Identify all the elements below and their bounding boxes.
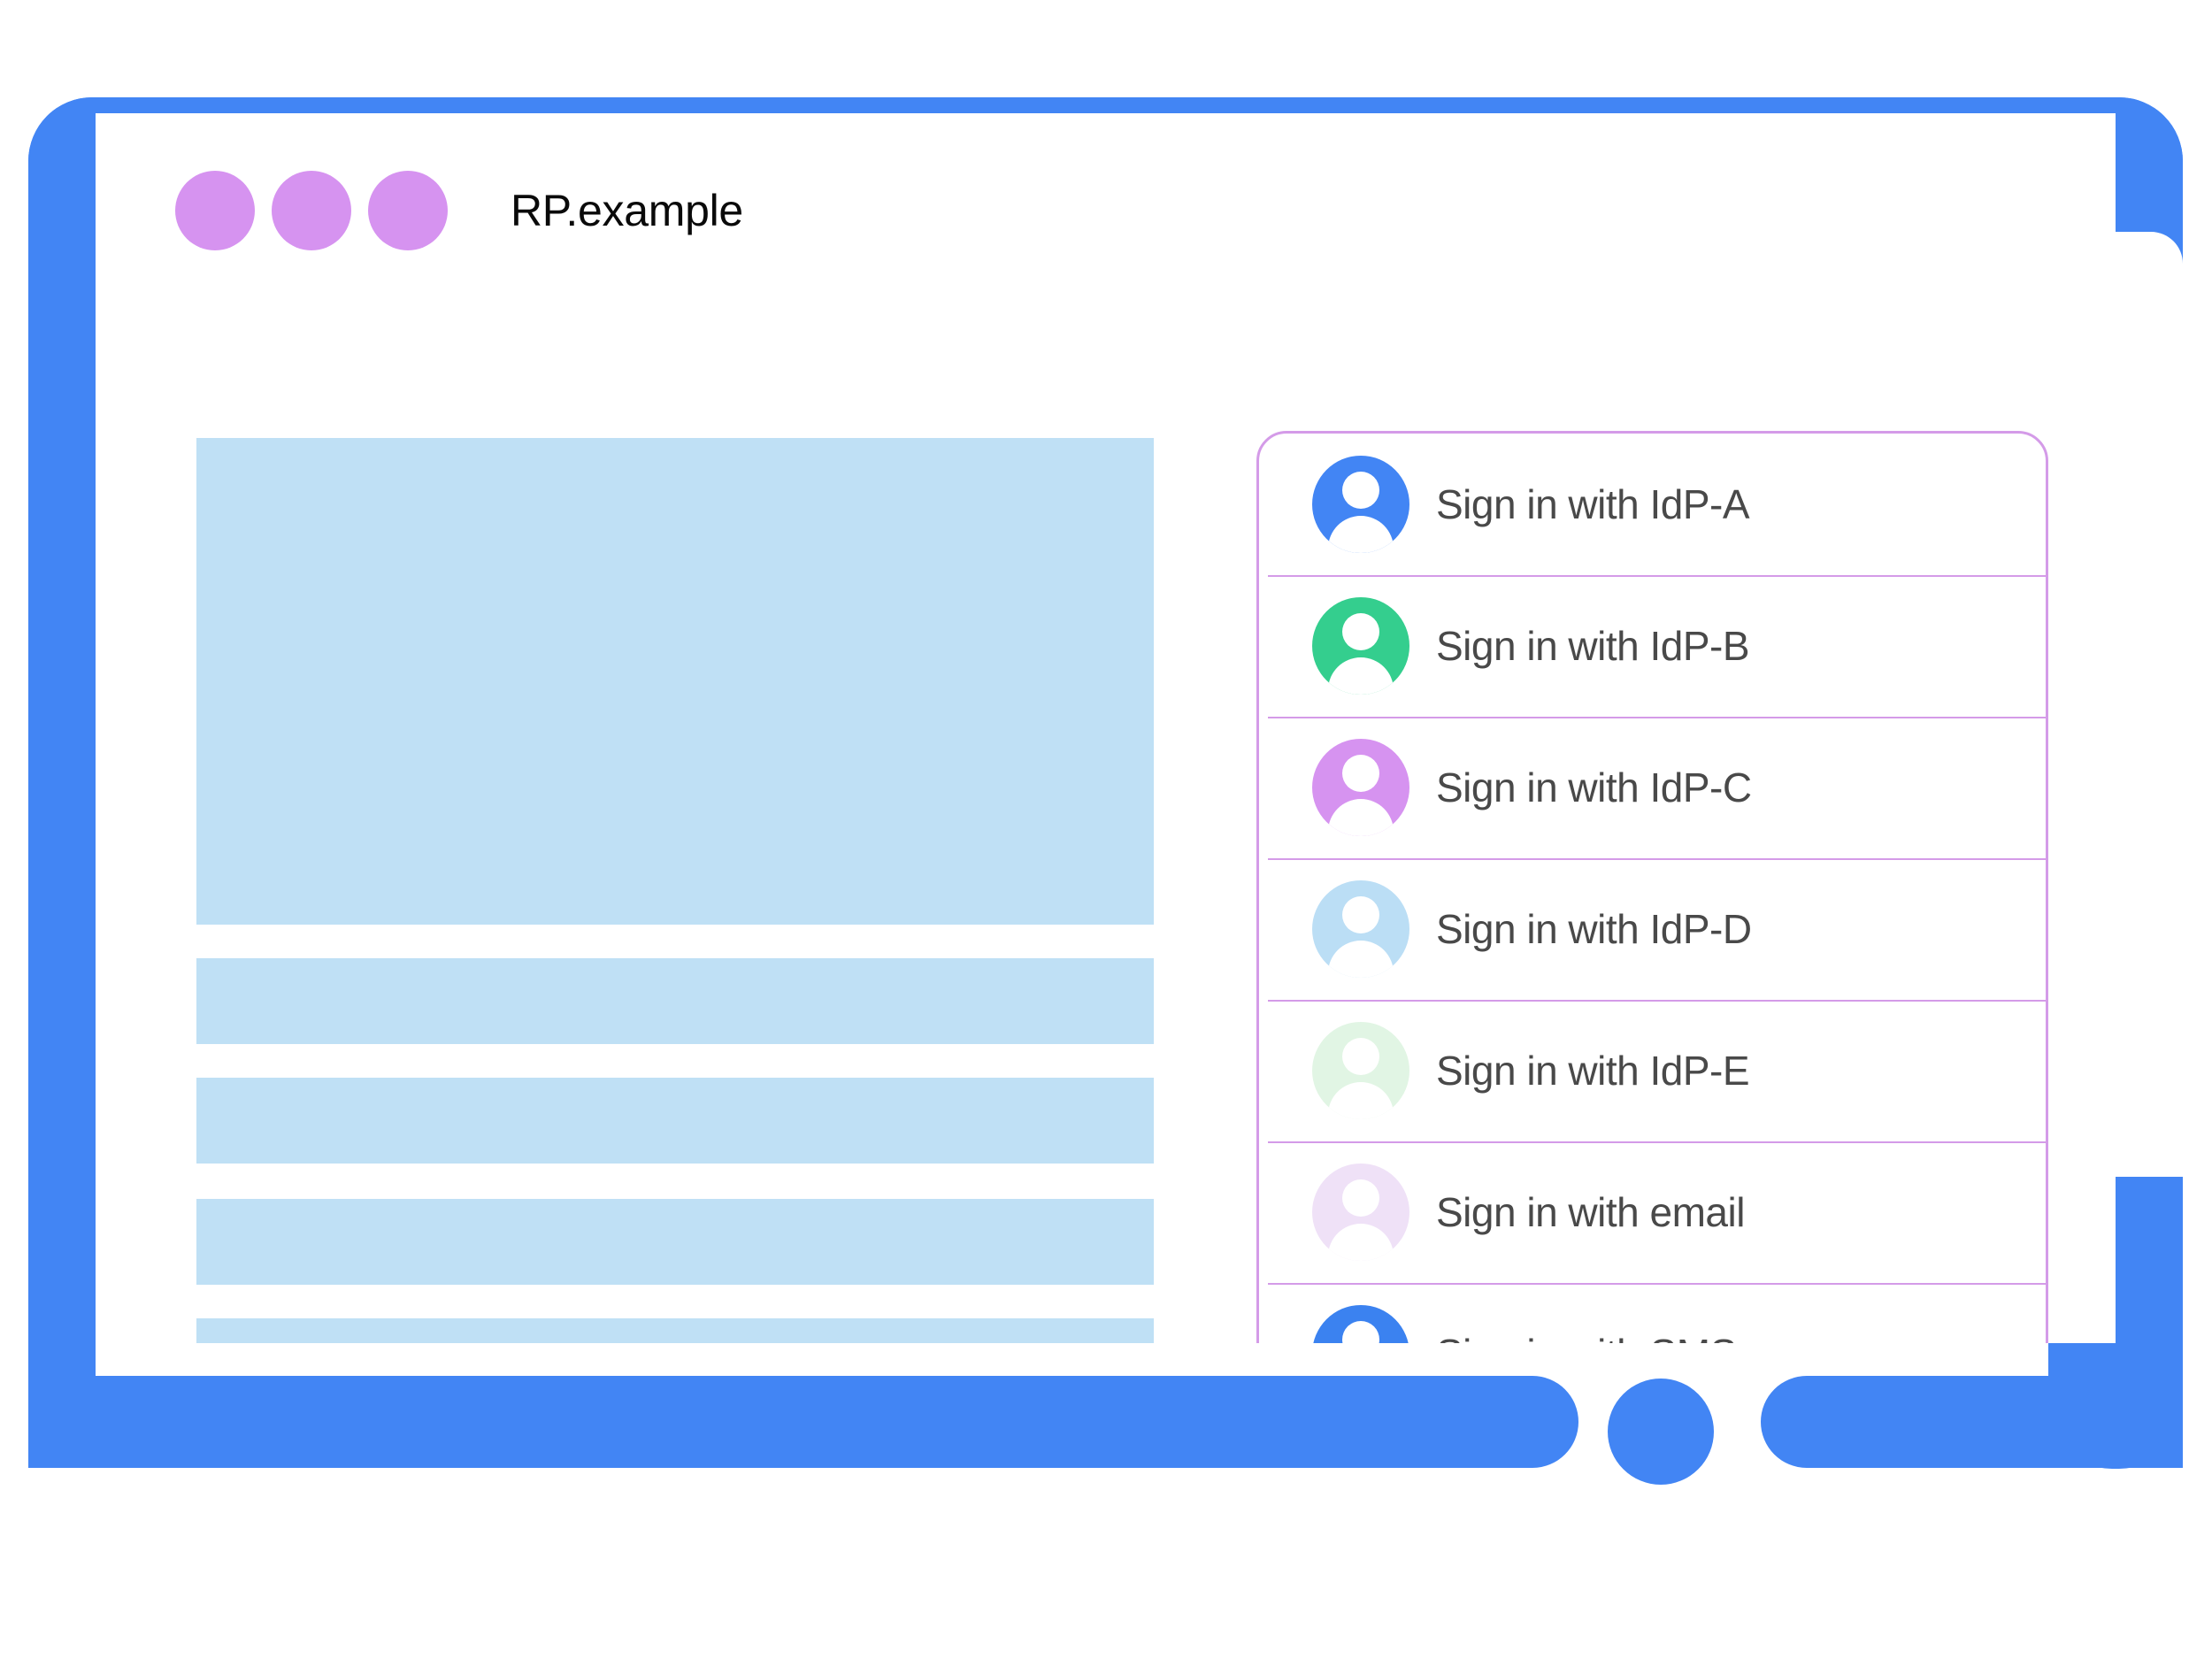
signin-option-label: Sign in with IdP-C xyxy=(1436,764,1752,810)
signin-option-row[interactable]: Sign in with IdP-E xyxy=(1259,1000,2046,1141)
avatar-body-shape xyxy=(1328,1082,1394,1119)
signin-option-row[interactable]: Sign in with IdP-C xyxy=(1259,717,2046,858)
window-dot-1-icon[interactable] xyxy=(175,171,255,250)
account-avatar-icon xyxy=(1312,1305,1409,1343)
signin-option-row[interactable]: Sign in with IdP-A xyxy=(1259,434,2046,575)
account-avatar-icon xyxy=(1312,597,1409,695)
account-avatar-icon xyxy=(1312,1164,1409,1261)
device-frame-bottom-left xyxy=(28,1376,1578,1468)
avatar-head-shape xyxy=(1342,1321,1379,1343)
avatar-head-shape xyxy=(1342,613,1379,650)
device-frame-bottom-right xyxy=(1761,1376,2183,1468)
page-title: RP.example xyxy=(511,186,743,235)
avatar-head-shape xyxy=(1342,472,1379,509)
signin-option-label: Sign in with IdP-A xyxy=(1436,481,1750,527)
window-dot-2-icon[interactable] xyxy=(272,171,351,250)
text-placeholder-3 xyxy=(196,1199,1154,1285)
avatar-body-shape xyxy=(1328,941,1394,978)
hero-placeholder xyxy=(196,438,1154,925)
window-dot-3-icon[interactable] xyxy=(368,171,448,250)
avatar-body-shape xyxy=(1328,1224,1394,1261)
account-avatar-icon xyxy=(1312,880,1409,978)
avatar-head-shape xyxy=(1342,1038,1379,1075)
avatar-head-shape xyxy=(1342,1179,1379,1217)
home-button[interactable] xyxy=(1608,1379,1714,1485)
signin-option-row[interactable]: Sign in with email xyxy=(1259,1141,2046,1283)
text-placeholder-4 xyxy=(196,1318,1154,1343)
signin-option-label: Sign in with IdP-D xyxy=(1436,906,1752,952)
avatar-head-shape xyxy=(1342,896,1379,933)
signin-panel: Sign in with IdP-A Sign in with IdP-B Sign… xyxy=(1256,431,2048,1343)
signin-option-row[interactable]: Sign in with IdP-D xyxy=(1259,858,2046,1000)
signin-option-label: Sign in with SMS xyxy=(1436,1330,1737,1343)
signin-option-row[interactable]: Sign in with IdP-B xyxy=(1259,575,2046,717)
avatar-body-shape xyxy=(1328,657,1394,695)
signin-option-label: Sign in with email xyxy=(1436,1189,1745,1235)
signin-option-label: Sign in with IdP-B xyxy=(1436,623,1750,669)
signin-option-label: Sign in with IdP-E xyxy=(1436,1048,1750,1094)
signin-option-row[interactable]: Sign in with SMS xyxy=(1259,1283,2046,1343)
avatar-head-shape xyxy=(1342,755,1379,792)
text-placeholder-2 xyxy=(196,1078,1154,1164)
text-placeholder-1 xyxy=(196,958,1154,1044)
account-avatar-icon xyxy=(1312,456,1409,553)
avatar-body-shape xyxy=(1328,516,1394,553)
avatar-body-shape xyxy=(1328,799,1394,836)
account-avatar-icon xyxy=(1312,739,1409,836)
account-avatar-icon xyxy=(1312,1022,1409,1119)
titlebar: RP.example xyxy=(175,171,743,250)
